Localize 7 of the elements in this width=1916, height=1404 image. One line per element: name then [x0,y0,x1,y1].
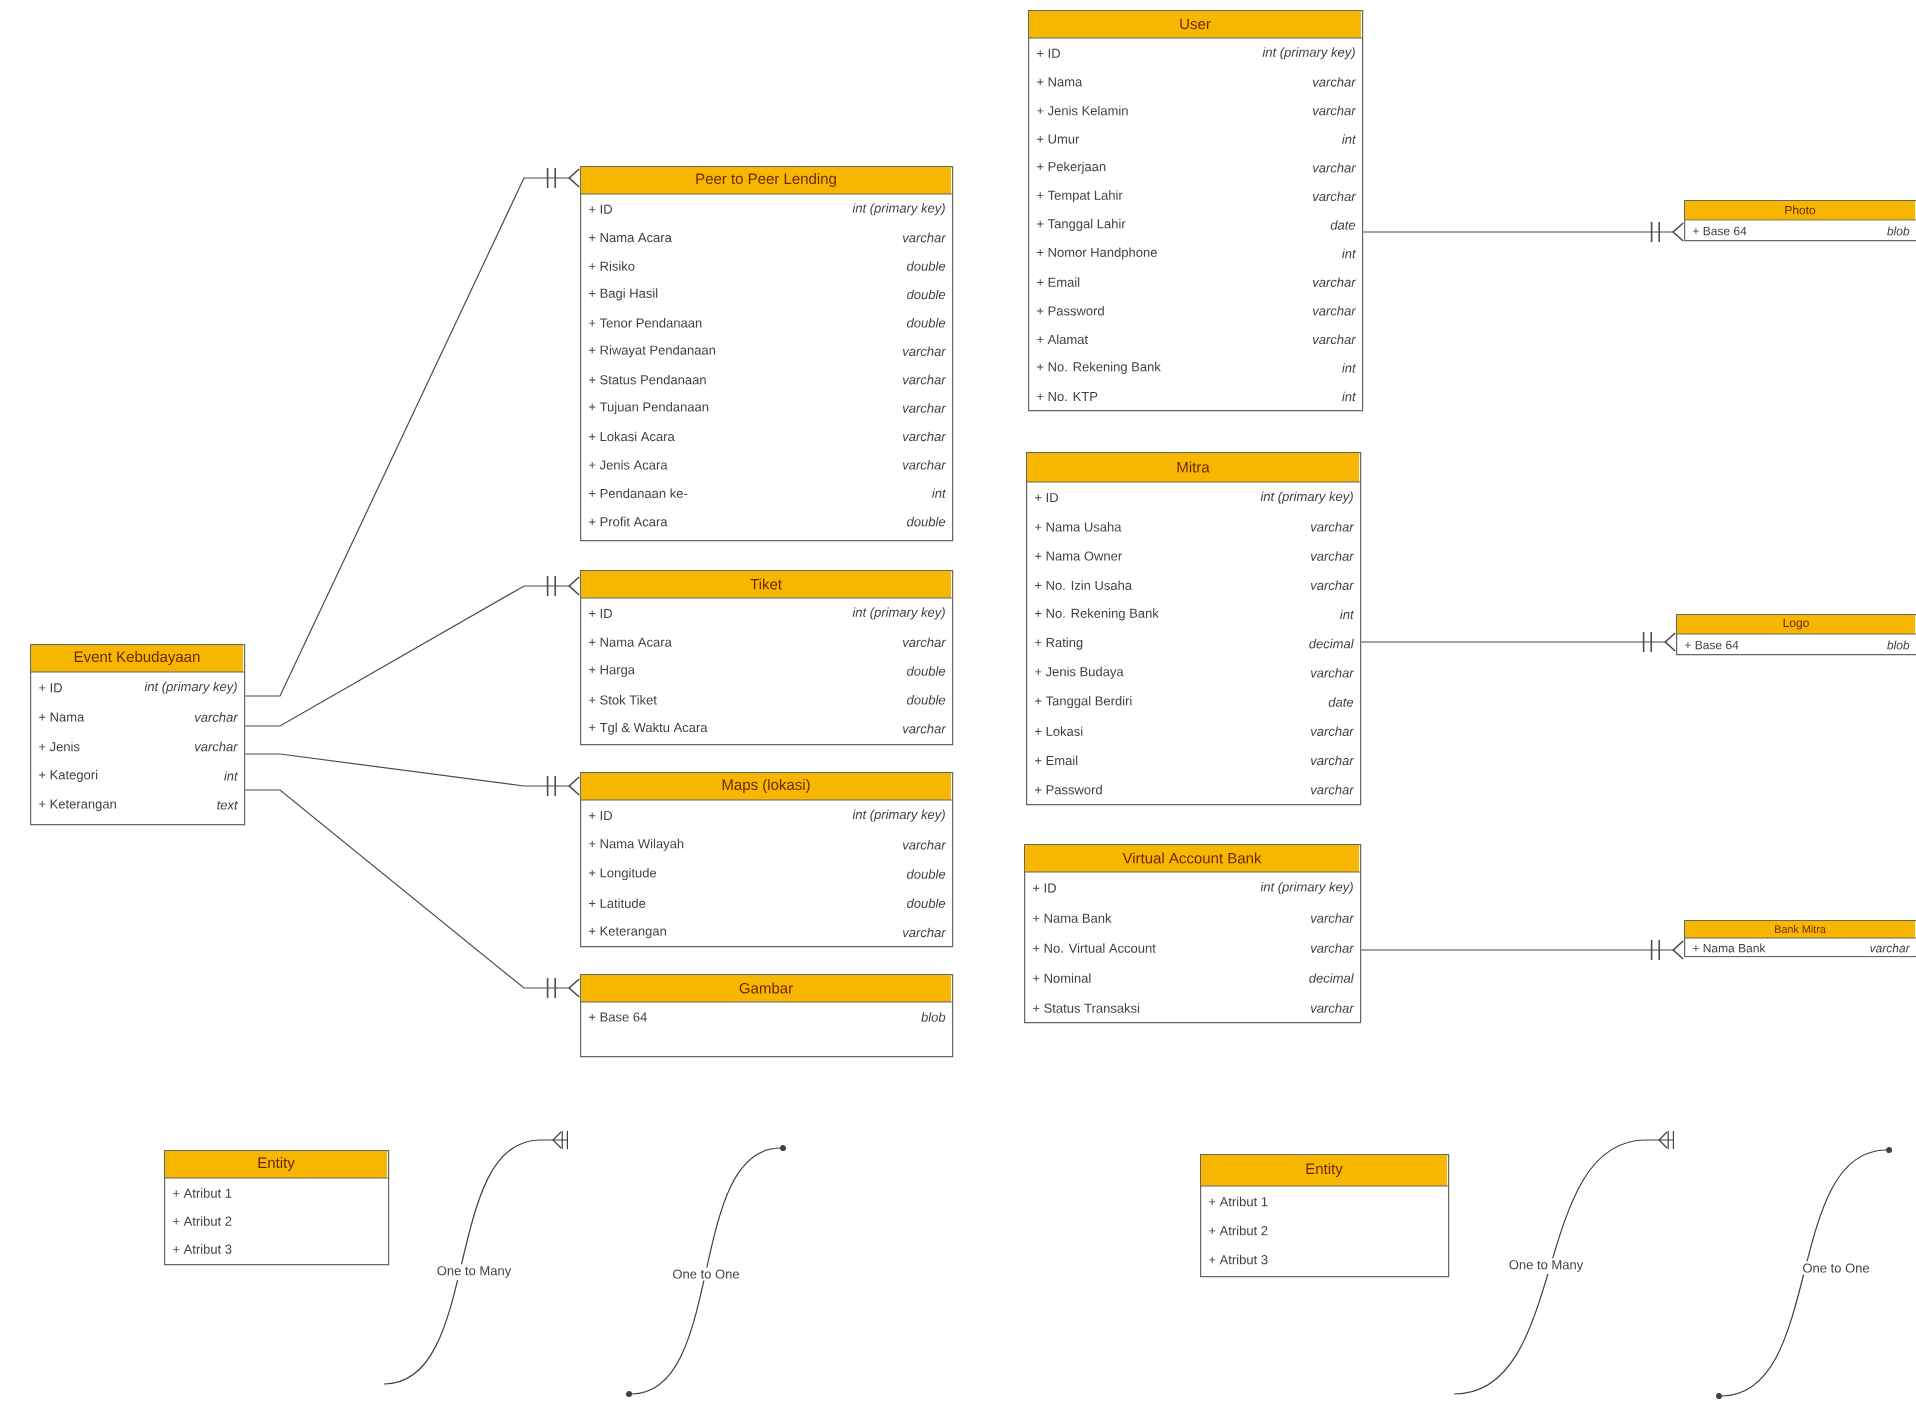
relationship-line [244,575,580,727]
relationship-line [1360,939,1684,961]
relationship-line [1360,631,1676,653]
relationship-line [244,167,580,697]
relationship-line [1362,221,1684,243]
relationship-line [244,753,580,797]
relationship-line [244,789,580,999]
